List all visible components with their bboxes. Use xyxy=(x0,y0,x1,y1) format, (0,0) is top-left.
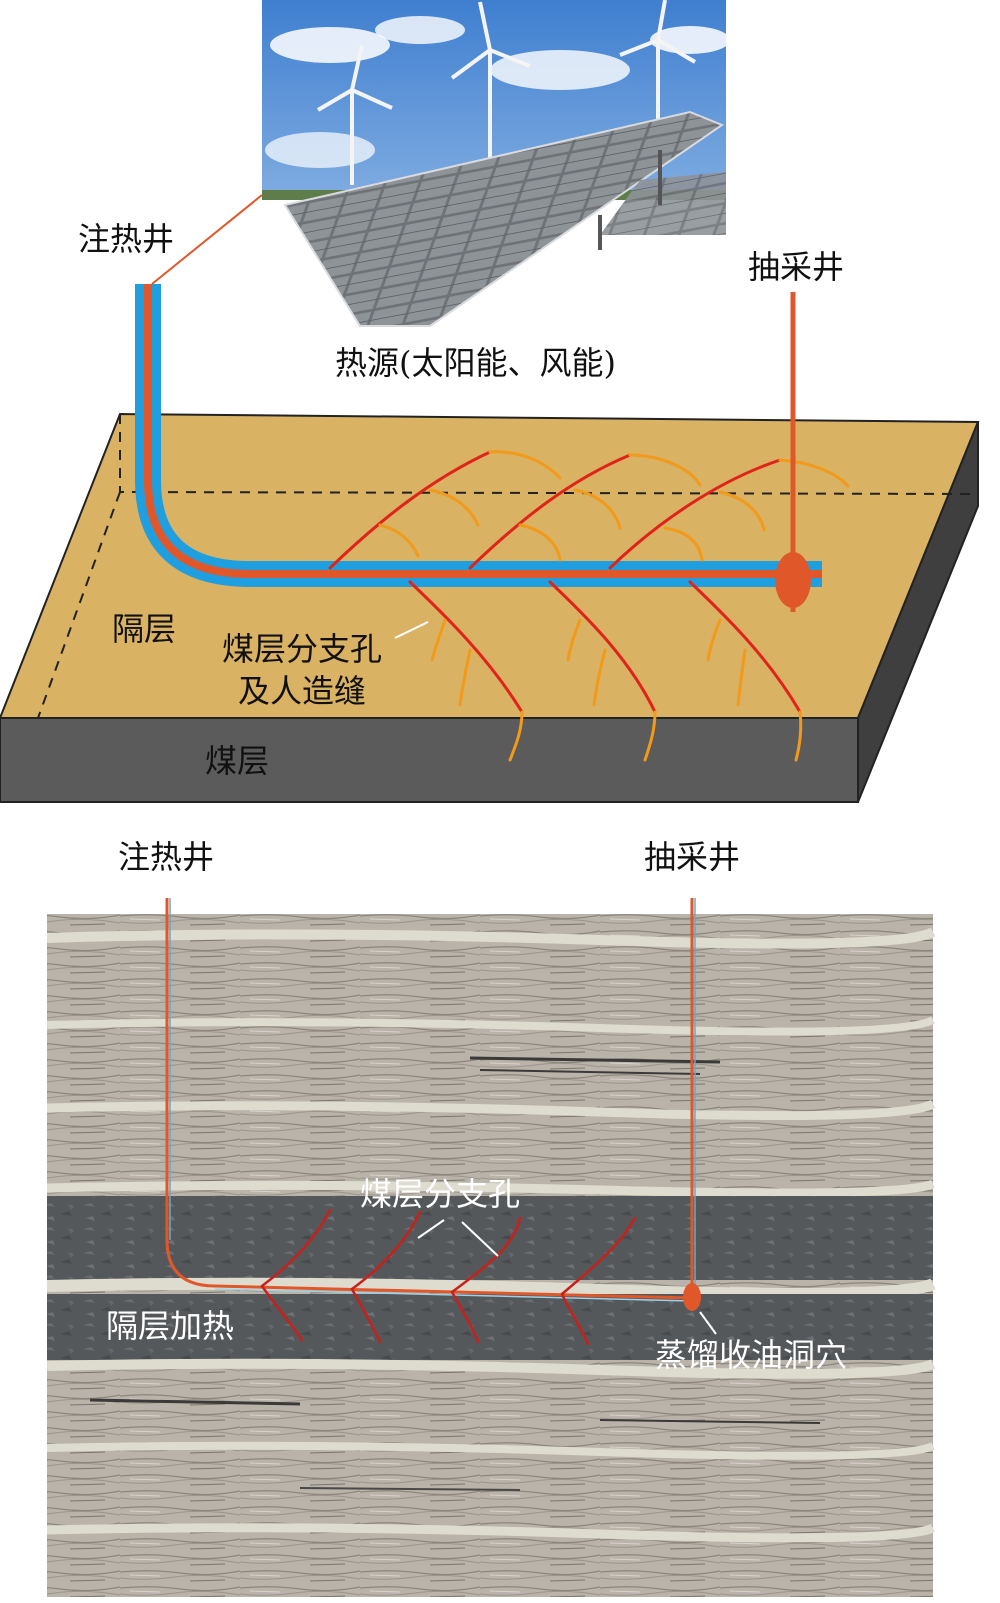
wind-turbine-icon xyxy=(316,0,697,185)
distillation-cavity xyxy=(683,1283,701,1311)
production-well-label-bottom: 抽采井 xyxy=(644,838,740,876)
injection-well-label-bottom: 注热井 xyxy=(118,838,214,876)
injection-well-label-top: 注热井 xyxy=(78,220,174,258)
upper-coal-seam xyxy=(47,1196,933,1280)
heat-source-leader-line xyxy=(151,194,263,285)
coal-seam-front xyxy=(0,717,859,803)
strata-cross-section xyxy=(46,914,936,1597)
coal-seam-label: 煤层 xyxy=(205,742,269,780)
lower-coal-seam xyxy=(47,1294,933,1360)
bottom-leader-lines xyxy=(417,1219,717,1335)
distillation-cavity-marker xyxy=(775,552,811,608)
rock-seam xyxy=(46,1099,936,1121)
rock-seam xyxy=(46,1179,935,1198)
heat-source-image xyxy=(262,0,730,327)
rock-seam xyxy=(46,1016,935,1036)
rock-seam xyxy=(46,1358,936,1379)
production-well-top xyxy=(775,292,811,612)
coal-seam-side xyxy=(857,421,979,803)
solar-panel-icon xyxy=(283,110,726,327)
production-well-label-top: 抽采井 xyxy=(748,248,844,286)
rock-seam xyxy=(46,1441,935,1460)
rock-seam xyxy=(46,927,936,949)
interlayer-heating-label: 隔层加热 xyxy=(106,1307,234,1345)
heat-source-label: 热源(太阳能、风能) xyxy=(335,344,616,382)
branch-label-leader-line xyxy=(394,621,429,639)
rock-seam xyxy=(46,1523,935,1543)
distillation-cavity-label: 蒸馏收油洞穴 xyxy=(655,1336,847,1374)
branch-label-line1: 煤层分支孔 xyxy=(222,630,382,668)
branch-holes-section xyxy=(260,1208,637,1346)
branch-label-bottom: 煤层分支孔 xyxy=(360,1175,520,1213)
interlayer-label: 隔层 xyxy=(112,610,176,648)
injection-well-section xyxy=(165,898,693,1300)
injection-well-pipe xyxy=(135,284,822,587)
branch-holes-top xyxy=(328,450,850,762)
wells-cross-section xyxy=(165,898,696,1302)
branch-label-line2: 及人造缝 xyxy=(238,672,366,710)
